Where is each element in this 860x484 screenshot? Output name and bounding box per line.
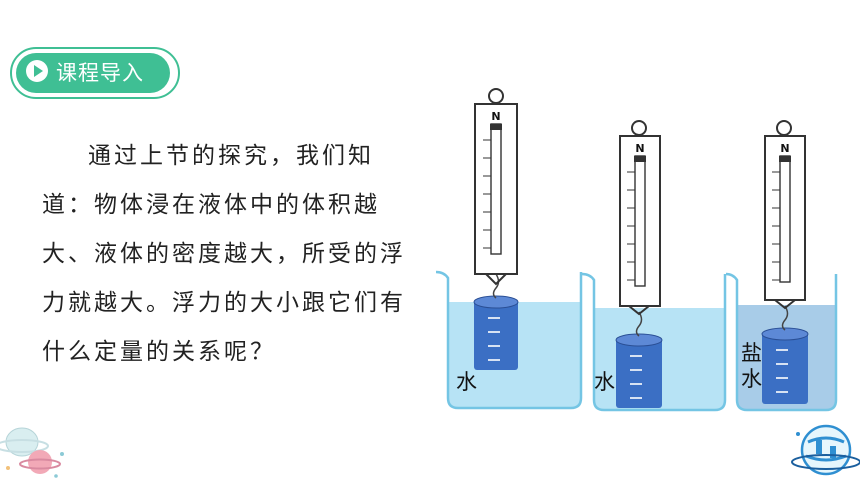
section-tag-outline xyxy=(10,47,180,99)
beaker-2-outline xyxy=(581,272,727,412)
beaker-3-outline xyxy=(725,272,838,412)
scale-2-ring xyxy=(631,120,647,136)
cylinder-2 xyxy=(616,338,662,408)
cylinder-1 xyxy=(474,300,518,370)
spring-scale-illustration: N N xyxy=(435,88,838,412)
section-title: 课程导入 xyxy=(56,61,144,85)
beaker-2-label: 水 xyxy=(594,370,615,394)
scale-3-ring xyxy=(776,120,792,136)
beaker-1-outline xyxy=(435,270,583,410)
cylinder-3 xyxy=(762,332,808,404)
lesson-paragraph: 通过上节的探究，我们知道：物体浸在液体中的体积越大、液体的密度越大，所受的浮力就… xyxy=(42,143,406,365)
play-icon xyxy=(26,60,48,82)
section-tag: 课程导入 xyxy=(10,47,182,99)
planet-decoration-left xyxy=(0,427,64,478)
planet-decoration-right xyxy=(791,424,860,476)
scale-1-ring xyxy=(488,88,504,104)
setup-2: N xyxy=(581,120,727,412)
setup-3: N xyxy=(725,120,838,412)
setup-1: N xyxy=(435,88,583,410)
beaker-1-label: 水 xyxy=(456,370,477,394)
scale-2-unit: N xyxy=(635,142,644,155)
beaker-3-label: 盐水 xyxy=(741,341,762,391)
scale-3-unit: N xyxy=(780,142,789,155)
scale-1-unit: N xyxy=(491,110,500,123)
